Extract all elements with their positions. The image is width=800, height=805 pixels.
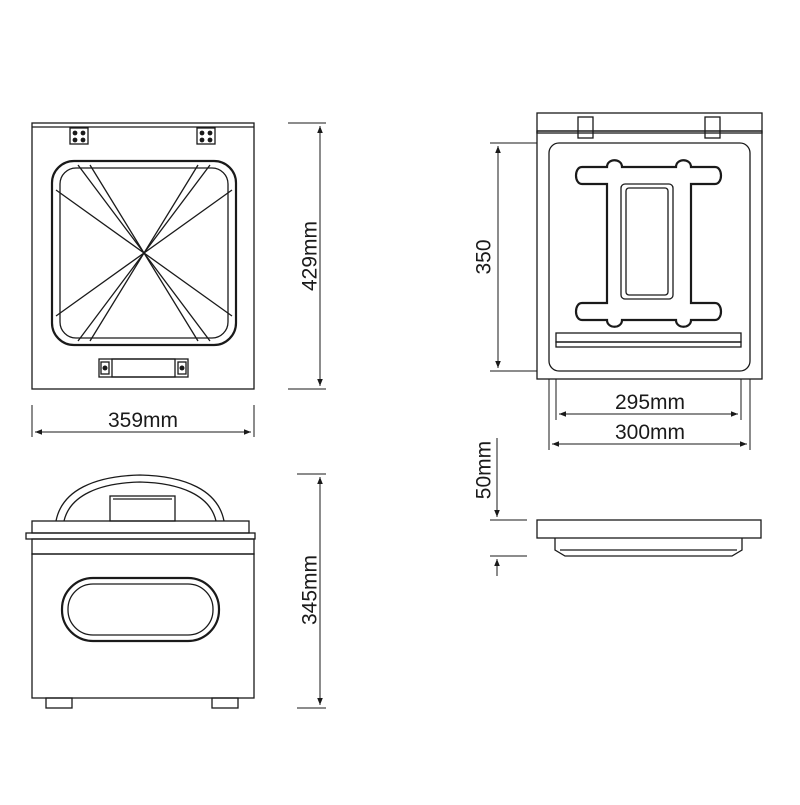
plate-top-view <box>536 112 763 380</box>
dimension-plate-height: 50mm <box>473 438 527 576</box>
dimension-top-width: 359mm <box>31 405 255 437</box>
plate-side-lid <box>536 519 762 539</box>
foot-left <box>45 697 73 709</box>
plate-h-cutout <box>574 159 723 328</box>
dimension-plate-outer-width: 300mm <box>548 379 751 450</box>
lid-window <box>50 159 238 347</box>
lid-handle-grip <box>109 495 176 522</box>
top-view-body <box>31 122 255 390</box>
plate-seal-bar <box>555 332 742 343</box>
hinge-left <box>69 127 89 145</box>
dimension-label-top-depth: 429mm <box>299 221 322 291</box>
dimension-label-front-height: 345mm <box>299 555 322 625</box>
lid-handle <box>55 474 225 522</box>
plate-frame <box>536 130 763 380</box>
dimension-plate-inner-width: 295mm <box>555 379 742 420</box>
top-view <box>31 122 255 390</box>
plate-tray <box>548 142 751 372</box>
foot-right <box>211 697 239 709</box>
front-view <box>25 474 256 709</box>
dimension-label-plate-depth: 350 <box>473 239 496 274</box>
dimension-top-depth: 429mm <box>288 122 326 390</box>
dimension-label-top-width: 359mm <box>108 409 178 432</box>
lid <box>31 520 250 534</box>
dimension-label-plate-outer-width: 300mm <box>615 421 685 444</box>
front-body <box>31 553 255 699</box>
hinge-right <box>196 127 216 145</box>
dimension-plate-depth: 350 <box>473 142 537 372</box>
dimension-front-height: 345mm <box>297 473 326 709</box>
dimension-label-plate-height: 50mm <box>473 441 496 499</box>
front-display-panel <box>60 576 221 643</box>
plate-side-view <box>536 519 762 557</box>
plate-hinge-bar <box>536 112 763 134</box>
dimension-label-plate-inner-width: 295mm <box>615 391 685 414</box>
lid-handle-plate <box>98 358 189 378</box>
